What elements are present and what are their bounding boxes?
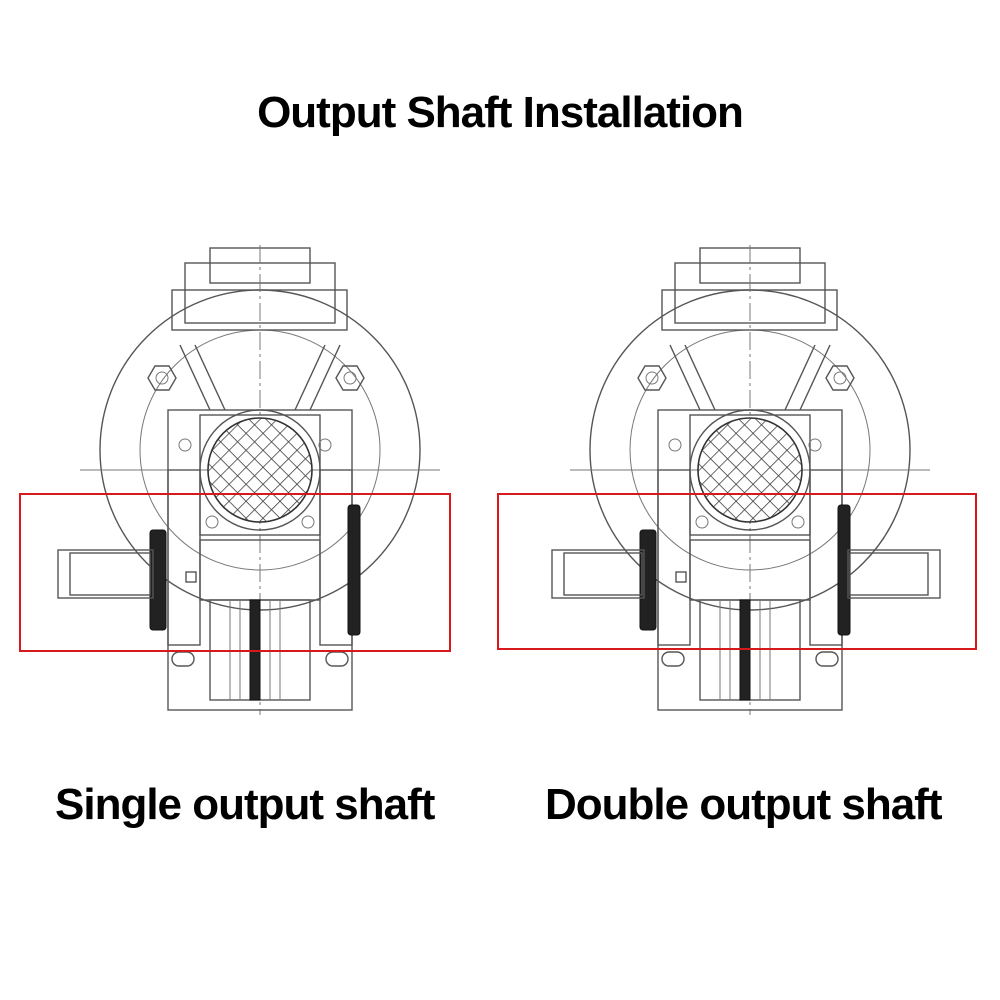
single-shaft-label: Single output shaft [55,780,435,829]
double-shaft-drawing [551,244,941,716]
double-shaft-highlight [497,493,977,650]
single-shaft-highlight [19,493,451,652]
single-shaft-drawing [57,244,441,716]
page-title: Output Shaft Installation [257,88,744,137]
double-shaft-label: Double output shaft [545,780,942,829]
